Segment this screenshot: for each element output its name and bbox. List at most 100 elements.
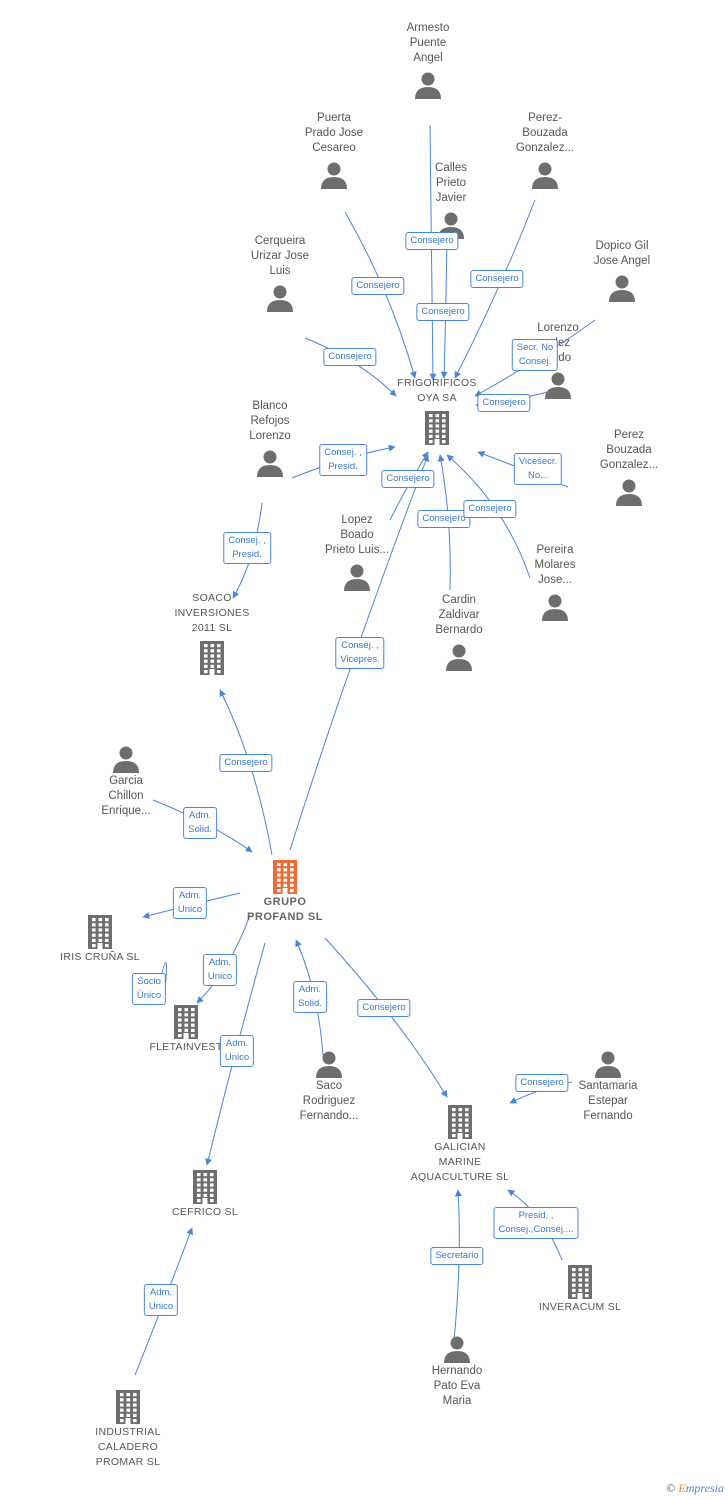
edge-line [454,199,536,379]
node-fleta[interactable]: FLETAINVEST [121,1004,251,1055]
edge-role-label[interactable]: Adm. Unico [143,1284,179,1316]
building-icon [193,1170,217,1204]
node-label: INVERACUM SL [538,1301,622,1313]
edge-role-label[interactable]: Consej. , Presid. [223,532,271,564]
building-icon [568,1265,592,1299]
node-armesto[interactable]: Armesto Puente Angel [363,21,493,100]
edge-role-label[interactable]: Consejero [477,394,531,412]
node-saco[interactable]: Saco Rodriguez Fernando... [264,1049,394,1124]
building-icon [63,1389,193,1425]
person-icon [480,160,610,190]
node-puerta[interactable]: Puerta Prado Jose Cesareo [269,111,399,190]
edge-line [453,1189,462,1341]
node-label: Cerqueira Urizar Jose Luis [250,235,310,277]
edge-line [324,937,448,1098]
node-galician[interactable]: GALICIAN MARINE AQUACULTURE SL [395,1104,525,1185]
edge-role-label[interactable]: Consejero [515,1074,569,1092]
building-icon [121,1004,251,1040]
edge-role-label[interactable]: Consejero [416,303,470,321]
copyright-symbol: © [666,1481,676,1495]
node-perezb1[interactable]: Perez- Bouzada Gonzalez... [480,111,610,190]
node-label: Puerta Prado Jose Cesareo [304,112,364,154]
edge-line [219,689,273,856]
edge-role-label[interactable]: Adm. Unico [202,954,238,986]
building-icon [515,1264,645,1300]
person-icon [292,562,422,592]
edge-role-label[interactable]: Consejero [323,348,377,366]
person-icon [267,285,293,312]
node-lorenzo[interactable]: Lorenzo ...lez ...rdo [493,321,623,400]
node-label: Saco Rodriguez Fernando... [299,1080,359,1122]
building-icon [395,1104,525,1140]
edge-role-label[interactable]: Consejero [219,754,273,772]
node-label: Santamaria Estepar Fernando [578,1080,638,1122]
edge-role-label[interactable]: Adm. Unico [219,1035,255,1067]
person-icon [490,592,620,622]
node-pereira[interactable]: Pereira Molares Jose... [490,543,620,622]
building-icon [220,859,350,895]
edge-role-label[interactable]: Consejero [381,470,435,488]
node-garcia[interactable]: Garcia Chillon Enrique... [61,744,191,819]
person-icon [394,642,524,672]
edge-role-label[interactable]: Consej. , Vicepres. [335,637,385,669]
brand-logo-initial: E [678,1481,686,1495]
building-icon [116,1390,140,1424]
person-icon [392,1334,522,1364]
edge-role-label[interactable]: Consejero [463,500,517,518]
node-industrial[interactable]: INDUSTRIAL CALADERO PROMAR SL [63,1389,193,1470]
person-icon [557,273,687,303]
person-icon [493,370,623,400]
person-icon [545,372,571,399]
building-icon [372,410,502,446]
edge-role-label[interactable]: Presid. , Consej.,Consej.... [493,1207,579,1239]
node-cefrico[interactable]: CEFRICO SL [140,1169,270,1220]
edge-role-label[interactable]: Consejero [470,270,524,288]
node-label: Cardin Zaldivar Bernardo [435,594,483,636]
edge-role-label[interactable]: Consejero [417,510,471,528]
empresia-footer[interactable]: © Empresia [666,1481,724,1496]
person-icon [205,448,335,478]
person-icon [446,644,472,671]
edge-role-label[interactable]: Consejero [351,277,405,295]
node-soaco[interactable]: SOACO INVERSIONES 2011 SL [147,591,277,676]
person-icon [564,477,694,507]
edge-role-label[interactable]: Secr. No Consej. [511,339,559,371]
node-dopico[interactable]: Dopico Gil Jose Angel [557,239,687,303]
node-label: Dopico Gil Jose Angel [593,240,651,267]
person-icon [444,1336,470,1363]
person-icon [61,744,191,774]
node-lopez[interactable]: Lopez Boado Prieto Luis... [292,513,422,592]
building-icon [140,1169,270,1205]
node-santamaria[interactable]: Santamaria Estepar Fernando [543,1049,673,1124]
edge-role-label[interactable]: Socio Único [131,973,167,1005]
edge-role-label[interactable]: Consejero [405,232,459,250]
node-cerqueira[interactable]: Cerqueira Urizar Jose Luis [215,234,345,313]
person-icon [264,1049,394,1079]
building-icon [88,915,112,949]
edge-role-label[interactable]: Adm. Solid. [183,807,217,839]
node-label: FRIGORIFICOS OYA SA [397,377,477,404]
node-frigo[interactable]: FRIGORIFICOS OYA SA [372,376,502,446]
person-icon [316,1051,342,1078]
building-icon [425,411,449,445]
edge-role-label[interactable]: Consej. , Presid. [319,444,367,476]
node-iris[interactable]: IRIS CRUÑA SL [35,914,165,965]
node-label: INDUSTRIAL CALADERO PROMAR SL [95,1426,161,1468]
node-grupo[interactable]: GRUPO PROFAND SL [220,859,350,925]
node-inveracum[interactable]: INVERACUM SL [515,1264,645,1315]
edge-role-label[interactable]: Consejero [357,999,411,1017]
person-icon [363,70,493,100]
building-icon [147,640,277,676]
node-label: Hernando Pato Eva Maria [431,1365,483,1407]
person-icon [542,594,568,621]
edge-role-label[interactable]: Adm. Unico [172,887,208,919]
node-blanco[interactable]: Blanco Refojos Lorenzo [205,399,335,478]
edge-role-label[interactable]: Secretario [430,1247,484,1265]
node-hernando[interactable]: Hernando Pato Eva Maria [392,1334,522,1409]
edge-role-label[interactable]: Adm. Solid. [293,981,327,1013]
node-perezb2[interactable]: Perez Bouzada Gonzalez... [564,428,694,507]
node-cardin[interactable]: Cardin Zaldivar Bernardo [394,593,524,672]
person-icon [113,746,139,773]
edge-line [429,124,437,381]
edge-role-label[interactable]: Vicesecr. No... [513,453,563,485]
